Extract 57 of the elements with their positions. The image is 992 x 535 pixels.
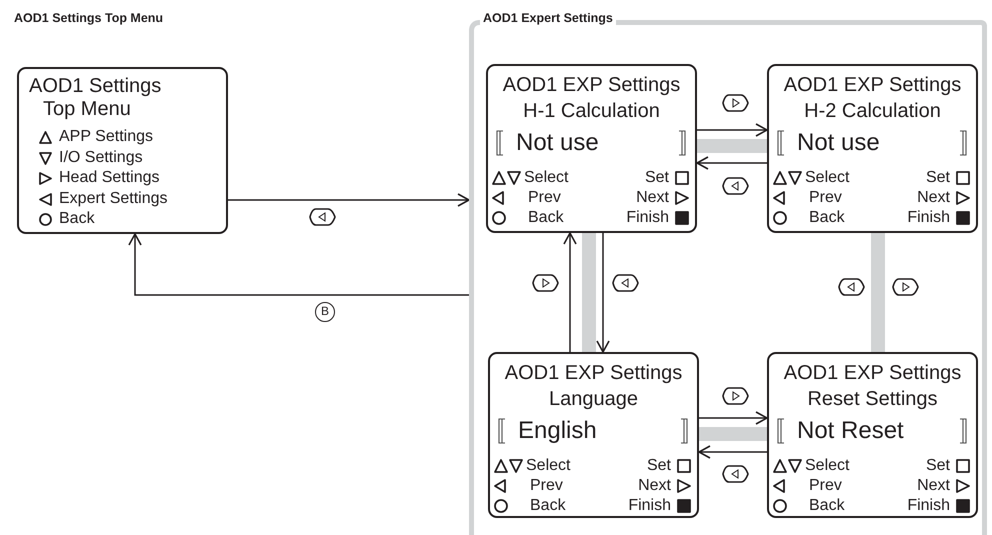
arrow [563,232,577,352]
key-hint: Set [926,168,950,188]
key-hint: Back [809,496,845,516]
menu-item: Expert Settings [59,188,168,208]
connector-bar [697,139,767,153]
key-hint: Next [636,188,669,208]
key-hint: Back [530,496,566,516]
menu-item: Head Settings [59,168,160,188]
key-hint: Finish [628,496,671,516]
key-hint: Finish [907,208,950,228]
key-hint: Set [926,456,950,476]
menu-item: I/O Settings [59,148,143,168]
screen-title: AOD1 EXP Settings Reset Settings [782,361,962,412]
key-hint: Back [528,208,564,228]
edge-label: B [315,302,335,322]
settings-screen [767,352,978,518]
arrow [699,411,768,425]
settings-screen [767,64,978,233]
setting-value: Not use [797,128,880,158]
setting-value: Not Reset [797,416,904,446]
key-hint: Select [805,168,850,188]
key-hint: Back [809,208,845,228]
section-heading: AOD1 Settings Top Menu [14,11,164,26]
key-hint: Select [805,456,850,476]
arrow [228,193,470,207]
screen-title: AOD1 EXP Settings Language [504,361,684,412]
arrow [696,156,767,170]
screen-title: AOD1 EXP Settings H-1 Calculation [502,73,682,124]
screen-title: AOD1 Settings Top Menu [29,75,162,121]
key-hint: Prev [530,476,563,496]
connector-bar [699,427,767,441]
key-hint: Finish [626,208,669,228]
arrow [697,123,768,137]
arrow [128,233,469,296]
key-hint: Next [917,476,950,496]
setting-value: English [518,416,597,446]
key-hint: Set [646,456,671,476]
key-hint: Finish [907,496,950,516]
key-hint: Next [638,476,671,496]
menu-item: Back [59,209,95,229]
settings-screen [488,352,699,518]
menu-item: APP Settings [59,127,153,147]
setting-value: Not use [516,128,599,158]
panel-heading: AOD1 Expert Settings [480,11,616,26]
screen-title: AOD1 EXP Settings H-2 Calculation [782,73,962,124]
key-hint: Next [917,188,950,208]
key-hint: Select [526,456,570,476]
key-hint: Prev [809,476,842,496]
key-hint: Set [644,168,669,188]
arrow [698,445,767,459]
arrow [596,233,610,353]
key-hint: Prev [528,188,561,208]
connector-bar [582,233,596,352]
menu-screen [17,67,228,234]
settings-screen [486,64,697,233]
key-hint: Prev [809,188,842,208]
key-hint: Select [524,168,568,188]
